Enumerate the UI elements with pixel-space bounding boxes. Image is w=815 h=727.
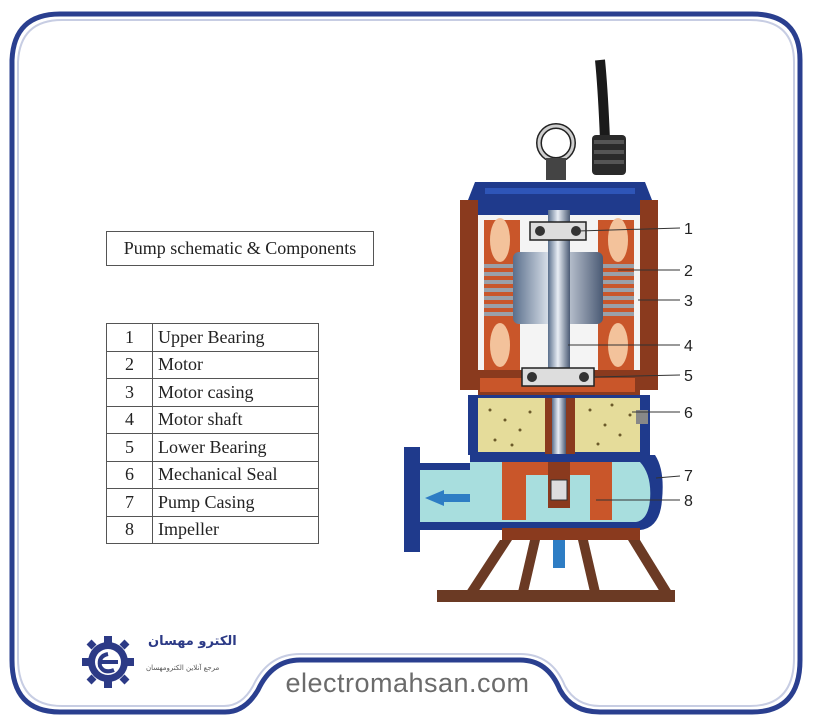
- component-name: Motor: [152, 350, 319, 379]
- callout-numbers: 1 2 3 4 5 6 7 8: [684, 221, 693, 510]
- component-number: 2: [106, 350, 153, 379]
- component-number: 6: [106, 460, 153, 489]
- cable-gland: [592, 135, 626, 175]
- callout-lines: [568, 227, 681, 501]
- component-name: Motor casing: [152, 378, 319, 407]
- callout-1: 1: [684, 221, 693, 238]
- callout-4: 4: [684, 338, 693, 355]
- callout-2: 2: [684, 263, 693, 280]
- logo-arabic-name: الكترو مهسان: [148, 634, 237, 649]
- callout-8: 8: [684, 493, 693, 510]
- upper-bearing: [529, 221, 587, 241]
- component-number: 1: [106, 323, 153, 352]
- callout-6: 6: [684, 405, 693, 422]
- component-number: 5: [106, 433, 153, 462]
- pump-stand: [437, 528, 675, 602]
- component-name: Motor shaft: [152, 405, 319, 434]
- component-name: Mechanical Seal: [152, 460, 319, 489]
- power-cable: [595, 59, 610, 141]
- motor-casing: [460, 200, 478, 390]
- callout-5: 5: [684, 368, 693, 385]
- component-number: 8: [106, 515, 153, 544]
- component-name: Impeller: [152, 515, 319, 544]
- outlet-arrow: [425, 490, 470, 506]
- callout-3: 3: [684, 293, 693, 310]
- lower-bearing: [521, 367, 595, 387]
- callout-7: 7: [684, 468, 693, 485]
- diagram-title: Pump schematic & Components: [106, 231, 374, 266]
- component-name: Pump Casing: [152, 488, 319, 517]
- website-url[interactable]: electromahsan.com: [285, 668, 530, 698]
- mechanical-seal-left: [478, 398, 545, 452]
- electromahsan-logo: [82, 636, 134, 688]
- logo-arabic-tagline: مرجع آنلاین الکترومهسان: [146, 664, 220, 672]
